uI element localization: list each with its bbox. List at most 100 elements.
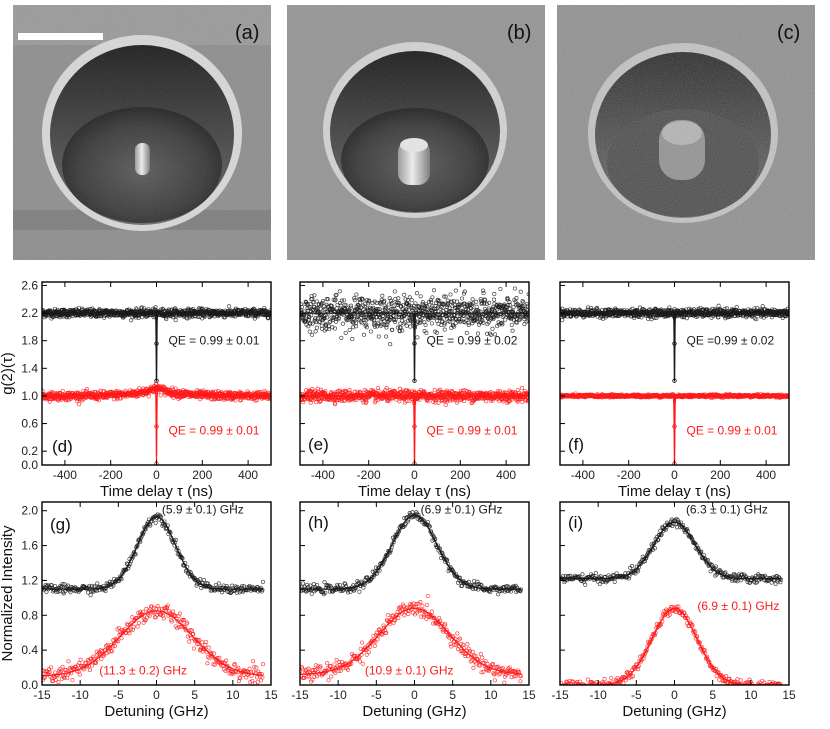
data-point [407,295,412,300]
data-point [384,325,389,330]
data-point [500,322,505,327]
y-tick-label: 2.2 [21,306,38,320]
data-point [368,329,373,334]
data-point [453,316,458,321]
data-point [361,315,366,320]
data-point [474,317,480,322]
data-point [770,307,775,312]
data-point [320,301,325,306]
data-point [481,320,486,325]
data-point [443,403,448,408]
data-point [383,388,388,393]
data-point [470,297,475,302]
data-point [146,394,151,399]
data-point [392,289,397,294]
y-tick-label: 0.2 [21,444,38,458]
data-point [307,329,312,334]
data-point [390,327,395,332]
data-point [486,320,491,325]
data-point [372,324,377,329]
data-point [262,389,267,394]
data-point [505,297,510,302]
data-point [511,304,516,310]
data-point [164,317,169,322]
data-point [485,331,490,336]
data-point [630,306,635,311]
data-point [514,320,519,325]
sem-image-a: (a) [13,5,271,260]
data-point [423,322,428,328]
data-point [313,329,318,334]
data-point [153,305,158,310]
data-point [458,303,463,308]
data-point [431,288,437,293]
data-point [334,292,339,297]
data-point [594,305,600,310]
data-point [392,319,398,324]
data-point [462,289,467,294]
data-point [507,302,512,307]
data-point [173,318,178,323]
panel-label-b: (b) [507,22,531,44]
data-point [310,387,315,392]
data-point [463,307,468,312]
data-point [453,321,458,326]
data-point [305,306,310,311]
data-point [518,289,523,294]
data-point [514,296,519,301]
data-point [512,286,517,291]
data-point [395,300,400,305]
fit-line [42,312,271,382]
data-point [359,320,365,325]
data-point [352,389,357,394]
data-point [408,324,413,329]
data-point [488,332,494,337]
data-point [453,288,458,293]
data-point [251,306,256,311]
data-point [455,299,460,304]
data-point [422,390,427,395]
data-point [716,303,721,308]
data-point [361,332,367,337]
data-point [394,303,399,308]
data-point [490,326,495,331]
data-point [511,389,516,394]
data-point [333,297,338,302]
data-point [308,321,313,326]
data-point [480,300,485,305]
panel-label: (d) [52,437,73,456]
data-point [418,306,423,311]
data-point [424,310,429,315]
data-point [442,294,447,299]
data-point [395,325,400,330]
data-point [325,315,330,320]
data-point [510,328,515,333]
data-point [350,337,355,342]
sem-noise [557,5,815,260]
data-point [429,300,434,305]
data-point [347,388,352,393]
data-point [382,298,387,303]
data-point [364,325,369,330]
data-point [452,303,457,308]
data-point [466,322,471,327]
data-point [521,300,526,305]
data-point [308,400,313,405]
panel-label-a: (a) [235,22,259,44]
data-point [478,297,483,302]
data-point [333,402,338,407]
data-point [452,324,457,329]
data-point [498,286,503,292]
data-point [455,400,460,405]
y-axis-title: g(2)(τ) [0,352,16,395]
annotation-red: QE = 0.99 ± 0.01 [169,423,260,437]
plot-area [300,286,529,465]
data-point [464,330,469,335]
data-point [173,386,178,391]
fit-line [300,312,529,382]
data-point [436,400,441,405]
data-point [367,298,372,303]
